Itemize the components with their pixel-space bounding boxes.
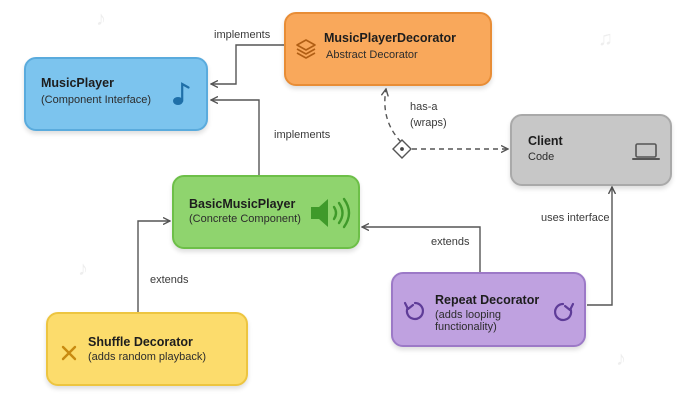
decorator-implements-label: implements: [214, 29, 271, 41]
repeat-extends-connector: [362, 227, 481, 272]
has-a-label-line2: (wraps): [410, 117, 447, 129]
shuffle-x-icon: [61, 345, 77, 361]
music-player-title: MusicPlayer: [41, 76, 114, 90]
shuffle-decorator-title: Shuffle Decorator: [88, 335, 193, 349]
client-title: Client: [528, 134, 563, 148]
repeat-decorator-subtitle: (adds looping functionality): [435, 309, 502, 333]
basic-implements-label: implements: [274, 129, 331, 141]
repeat-arrow-icon: [554, 302, 575, 322]
layers-icon: [296, 39, 316, 59]
repeat-arrow-icon: [403, 301, 424, 321]
shuffle-decorator-subtitle: (adds random playback): [88, 351, 207, 363]
basic-player-node[interactable]: BasicMusicPlayer (Concrete Component): [172, 175, 360, 249]
client-subtitle: Code: [528, 151, 555, 163]
repeat-decorator-node[interactable]: Repeat Decorator (adds looping functiona…: [391, 272, 586, 347]
shuffle-decorator-node[interactable]: Shuffle Decorator (adds random playback): [46, 312, 248, 386]
background-note-icon: ♪: [78, 258, 88, 280]
music-player-subtitle: (Component Interface): [41, 94, 152, 106]
decorator-node[interactable]: MusicPlayerDecorator Abstract Decorator: [284, 12, 492, 86]
shuffle-extends-connector: [137, 221, 170, 312]
music-player-node[interactable]: MusicPlayer (Component Interface): [24, 57, 208, 131]
has-a-connector: [385, 89, 402, 143]
background-note-icon: ♫: [598, 28, 613, 50]
decorator-implements-connector: [211, 44, 284, 84]
decorator-title: MusicPlayerDecorator: [324, 31, 457, 45]
basic-implements-connector: [211, 100, 260, 175]
has-a-label-line1: has-a: [410, 101, 438, 113]
speaker-icon: [311, 197, 351, 229]
uses-interface-connector: [587, 187, 612, 306]
has-a-label: has-a (wraps): [410, 99, 447, 131]
music-note-icon: [173, 82, 190, 105]
repeat-decorator-title: Repeat Decorator: [435, 293, 540, 307]
background-note-icon: ♪: [96, 8, 106, 30]
shuffle-extends-label: extends: [150, 274, 189, 286]
basic-player-title: BasicMusicPlayer: [189, 197, 296, 211]
background-note-icon: ♪: [616, 348, 626, 370]
aggregation-dot: [400, 147, 404, 151]
uses-interface-label: uses interface: [541, 212, 610, 224]
repeat-extends-label: extends: [431, 236, 470, 248]
basic-player-subtitle: (Concrete Component): [189, 213, 301, 225]
decorator-subtitle: Abstract Decorator: [326, 49, 418, 61]
client-node[interactable]: Client Code: [510, 114, 672, 186]
laptop-icon: [632, 143, 660, 160]
